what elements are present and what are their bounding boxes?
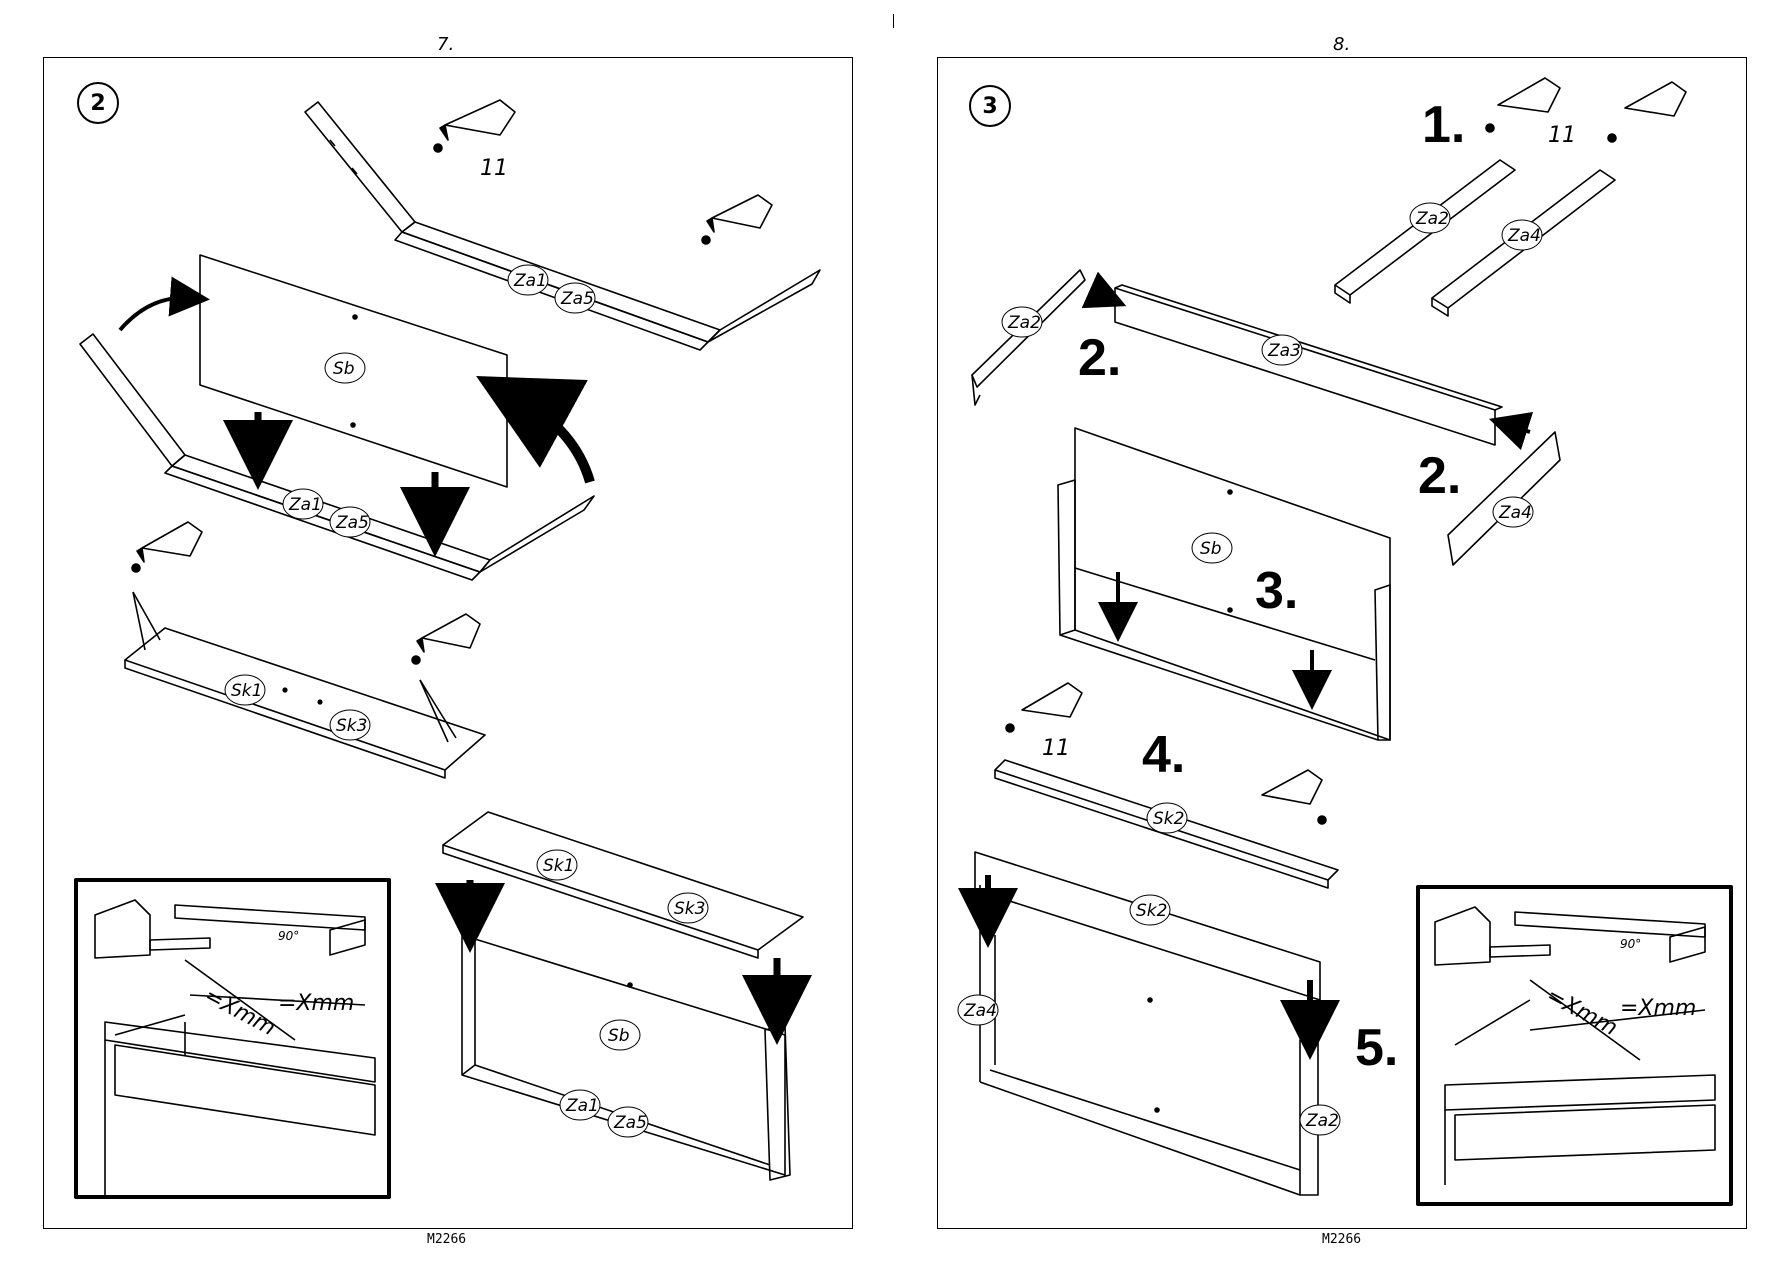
label-za2: Za2	[1007, 313, 1041, 333]
sub-step-1: 1.	[1422, 96, 1465, 154]
label-za2: Za2	[1415, 209, 1449, 229]
sub-step-5: 5.	[1355, 1019, 1398, 1077]
top-frame-assembly	[304, 101, 821, 351]
label-sb: Sb	[1200, 539, 1222, 559]
label-za2: Za2	[1305, 1111, 1339, 1131]
dimension-label: =Xmm	[200, 983, 279, 1041]
angle-label: 90°	[1620, 937, 1641, 951]
angle-label: 90°	[278, 929, 299, 943]
part-labels-left: Za1 Za5 Sb Za1 Za5 Sk1 Sk3 Sk1 Sk3 Sb Za…	[224, 264, 709, 1138]
glue-tube-icon	[411, 613, 481, 665]
label-za1: Za1	[565, 1096, 599, 1116]
page-number-right: 8.	[1333, 34, 1351, 55]
glue-tube-icon	[433, 99, 516, 153]
glue-quantity: 11	[480, 156, 508, 181]
step-number-3: 3	[969, 85, 1011, 127]
label-za5: Za5	[560, 289, 594, 309]
footer-code-left: M2266	[427, 1232, 467, 1247]
label-za1: Za1	[288, 495, 322, 515]
label-sb: Sb	[608, 1026, 630, 1046]
inset-box-right	[1416, 885, 1733, 1206]
glue-tube-icon	[131, 521, 203, 573]
label-za4: Za4	[1498, 503, 1532, 523]
label-sk1: Sk1	[543, 856, 574, 876]
label-sk2: Sk2	[1153, 809, 1184, 829]
square-tool-inset-left	[94, 899, 376, 1195]
label-sk3: Sk3	[674, 899, 705, 919]
dimension-label: =Xmm	[1620, 996, 1696, 1021]
label-za4: Za4	[1507, 226, 1541, 246]
glue-tube-icon	[701, 194, 773, 245]
sub-step-2: 2.	[1078, 329, 1121, 387]
square-tool-inset-right	[1434, 906, 1716, 1185]
sub-step-4: 4.	[1142, 726, 1185, 784]
label-sk3: Sk3	[336, 716, 367, 736]
label-za5: Za5	[613, 1113, 647, 1133]
right-page-assembly	[971, 159, 1616, 1196]
page-number-left: 7.	[437, 34, 455, 55]
label-sk1: Sk1	[231, 681, 262, 701]
sub-step-3: 3.	[1255, 562, 1298, 620]
footer-code-right: M2266	[1322, 1232, 1362, 1247]
part-labels-right: Za2 Za4 Za2 Za3 Za4 Sb Sk2 Sk2 Za4 Za2	[957, 202, 1543, 1136]
glue-quantity: 11	[1548, 123, 1576, 148]
step-number-2: 2	[77, 82, 119, 124]
dimension-label: =Xmm	[1542, 983, 1621, 1041]
sub-step-2: 2.	[1418, 447, 1461, 505]
page-frame-right	[937, 57, 1747, 1229]
center-divider	[893, 14, 894, 28]
label-za4: Za4	[963, 1001, 997, 1021]
page-frame-left	[43, 57, 853, 1229]
dimension-label: =Xmm	[278, 991, 354, 1016]
label-za3: Za3	[1267, 341, 1301, 361]
inset-box-left	[74, 878, 391, 1199]
back-panel-sb	[199, 254, 508, 488]
middle-frame-assembly	[79, 333, 595, 581]
label-za5: Za5	[335, 513, 369, 533]
label-za1: Za1	[513, 271, 547, 291]
glue-quantity: 11	[1042, 736, 1070, 761]
label-sb: Sb	[333, 359, 355, 379]
label-sk2: Sk2	[1136, 901, 1167, 921]
